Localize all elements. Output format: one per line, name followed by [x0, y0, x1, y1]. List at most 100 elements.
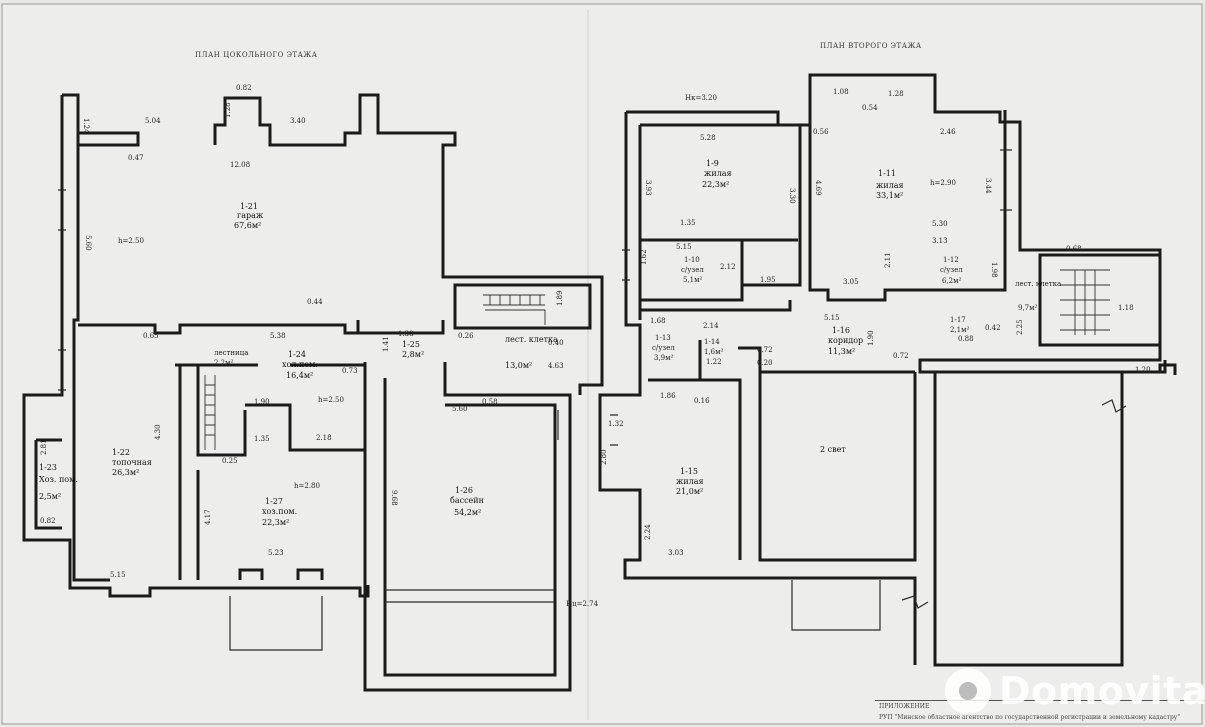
second-floor-plan: ПЛАН ВТОРОГО ЭТАЖА — [598, 42, 1177, 667]
room-name: жилая — [676, 477, 704, 486]
basement-garage-south-wall — [78, 323, 358, 335]
dim-label: 1.28 — [888, 90, 904, 98]
room-area: 22,3м² — [702, 180, 729, 189]
room-area: 54,2м² — [454, 508, 481, 517]
room-area: 13,0м² — [505, 361, 532, 370]
height-label: h=2.50 — [318, 396, 344, 404]
room-number: 1-16 — [832, 326, 850, 335]
room-area: 33,1м² — [876, 191, 903, 200]
basement-stair-hall-wall — [356, 320, 445, 335]
room-number: 1-15 — [680, 467, 698, 476]
second-porch — [791, 580, 881, 631]
dim-label: 1.35 — [680, 219, 696, 227]
second-east-room-walls — [808, 98, 1007, 302]
dim-label: 0.47 — [128, 154, 144, 162]
room-number: 1-9 — [706, 159, 719, 168]
room-name: хол.пом. — [282, 360, 318, 369]
dim-label: 0.65 — [143, 332, 159, 340]
dim-label: 3.13 — [932, 237, 948, 245]
room-name: коридор — [828, 336, 863, 345]
dim-label: 3.93 — [644, 180, 652, 196]
room-area: 2,1м² — [950, 326, 970, 334]
room-number: 1-11 — [878, 169, 896, 178]
dim-label: 5.28 — [700, 134, 716, 142]
room-area: 21,0м² — [676, 487, 703, 496]
dim-label: 3.40 — [290, 117, 306, 125]
second-floor-labels: Hк=3.20 5.28 3.93 1.35 5.15 1.62 2.12 1.… — [600, 88, 1151, 557]
room-name: жилая — [876, 181, 904, 190]
room-name: гараж — [237, 211, 264, 220]
room-area: 22,3м² — [262, 518, 289, 527]
dim-label: 2.11 — [884, 252, 892, 268]
room-name: лест. клетка — [1015, 280, 1061, 288]
basement-landing-wall — [453, 283, 592, 330]
dim-label: 0.68 — [1066, 245, 1082, 253]
dim-label: 2.12 — [720, 263, 736, 271]
room-name: жилая — [704, 169, 732, 178]
room-area: 9,7м² — [1018, 304, 1038, 312]
dim-label: 0.25 — [222, 457, 238, 465]
dim-label: 0.82 — [236, 84, 252, 92]
dim-label: 5.04 — [145, 117, 161, 125]
room-area: 16,4м² — [286, 371, 313, 380]
dim-label: 1.89 — [556, 290, 564, 306]
room-area: 2,5м² — [39, 492, 61, 501]
room-name: бассейн — [450, 496, 484, 505]
dim-label: 2.46 — [940, 128, 956, 136]
room-number: 1-17 — [950, 316, 966, 324]
dim-label: 5.38 — [270, 332, 286, 340]
dim-label: 0.73 — [342, 367, 358, 375]
dim-label: 4.17 — [204, 509, 212, 525]
watermark-text: Domovita — [999, 669, 1205, 713]
room-area: 67,6м² — [234, 221, 261, 230]
stamp-agency: РУП "Минское областное агентство по госу… — [879, 714, 1181, 721]
room-area: 1,6м² — [704, 348, 724, 356]
dim-label: 5.60 — [452, 405, 468, 413]
dim-label: 5.15 — [824, 314, 840, 322]
dim-label: 5.30 — [932, 220, 948, 228]
room-name: хоз.пом. — [262, 507, 297, 516]
basement-garage-top — [213, 93, 604, 395]
height-label: h=2.50 — [118, 237, 144, 245]
dim-label: 0.44 — [307, 298, 323, 306]
room-area: 2,2м² — [214, 359, 234, 367]
room-area: 26,3м² — [112, 468, 139, 477]
height-label: h=2.80 — [294, 482, 320, 490]
basement-outer-wall — [22, 93, 370, 598]
second-corridor-walls — [638, 300, 917, 562]
dim-label: 1.90 — [867, 330, 875, 346]
dim-label: 1.62 — [640, 249, 648, 265]
wall-break — [901, 399, 1127, 609]
room-name: лест. клетка — [505, 335, 558, 344]
room-area: 2,8м² — [402, 350, 424, 359]
dim-label: 0.82 — [40, 517, 56, 525]
dim-label: 0.58 — [482, 398, 498, 406]
dim-label: 2.24 — [644, 524, 652, 540]
basement-plan-title: ПЛАН ЦОКОЛЬНОГО ЭТАЖА — [195, 51, 318, 59]
dim-label: 1.32 — [608, 420, 624, 428]
dim-label: 1.24 — [82, 118, 90, 134]
dim-label: 4.63 — [548, 362, 564, 370]
dim-label: 0.54 — [862, 104, 878, 112]
room-number: 1-27 — [265, 497, 283, 506]
dim-label: 3.30 — [788, 188, 796, 204]
height-label: Hц=2.74 — [566, 600, 599, 608]
dim-label: 1.98 — [990, 262, 998, 278]
dim-label: 1.20 — [1135, 366, 1151, 374]
dim-label: 2.81 — [40, 439, 48, 455]
dim-label: 1.35 — [254, 435, 270, 443]
basement-south-bumps — [238, 568, 324, 580]
second-stair — [1060, 269, 1110, 335]
room-area: 5,1м² — [683, 276, 703, 284]
dim-label: 0.56 — [813, 128, 829, 136]
registration-stamp: ПРИЛОЖЕНИЕ РУП "Минское областное агентс… — [875, 700, 1205, 727]
dim-label: 1.95 — [760, 276, 776, 284]
height-label: Hк=3.20 — [685, 94, 717, 102]
room-area: 6,2м² — [942, 277, 962, 285]
dim-label: 5.15 — [676, 243, 692, 251]
second-window — [610, 149, 1012, 446]
room-name: 2 свет — [820, 445, 846, 454]
room-name: лестница — [214, 349, 248, 357]
